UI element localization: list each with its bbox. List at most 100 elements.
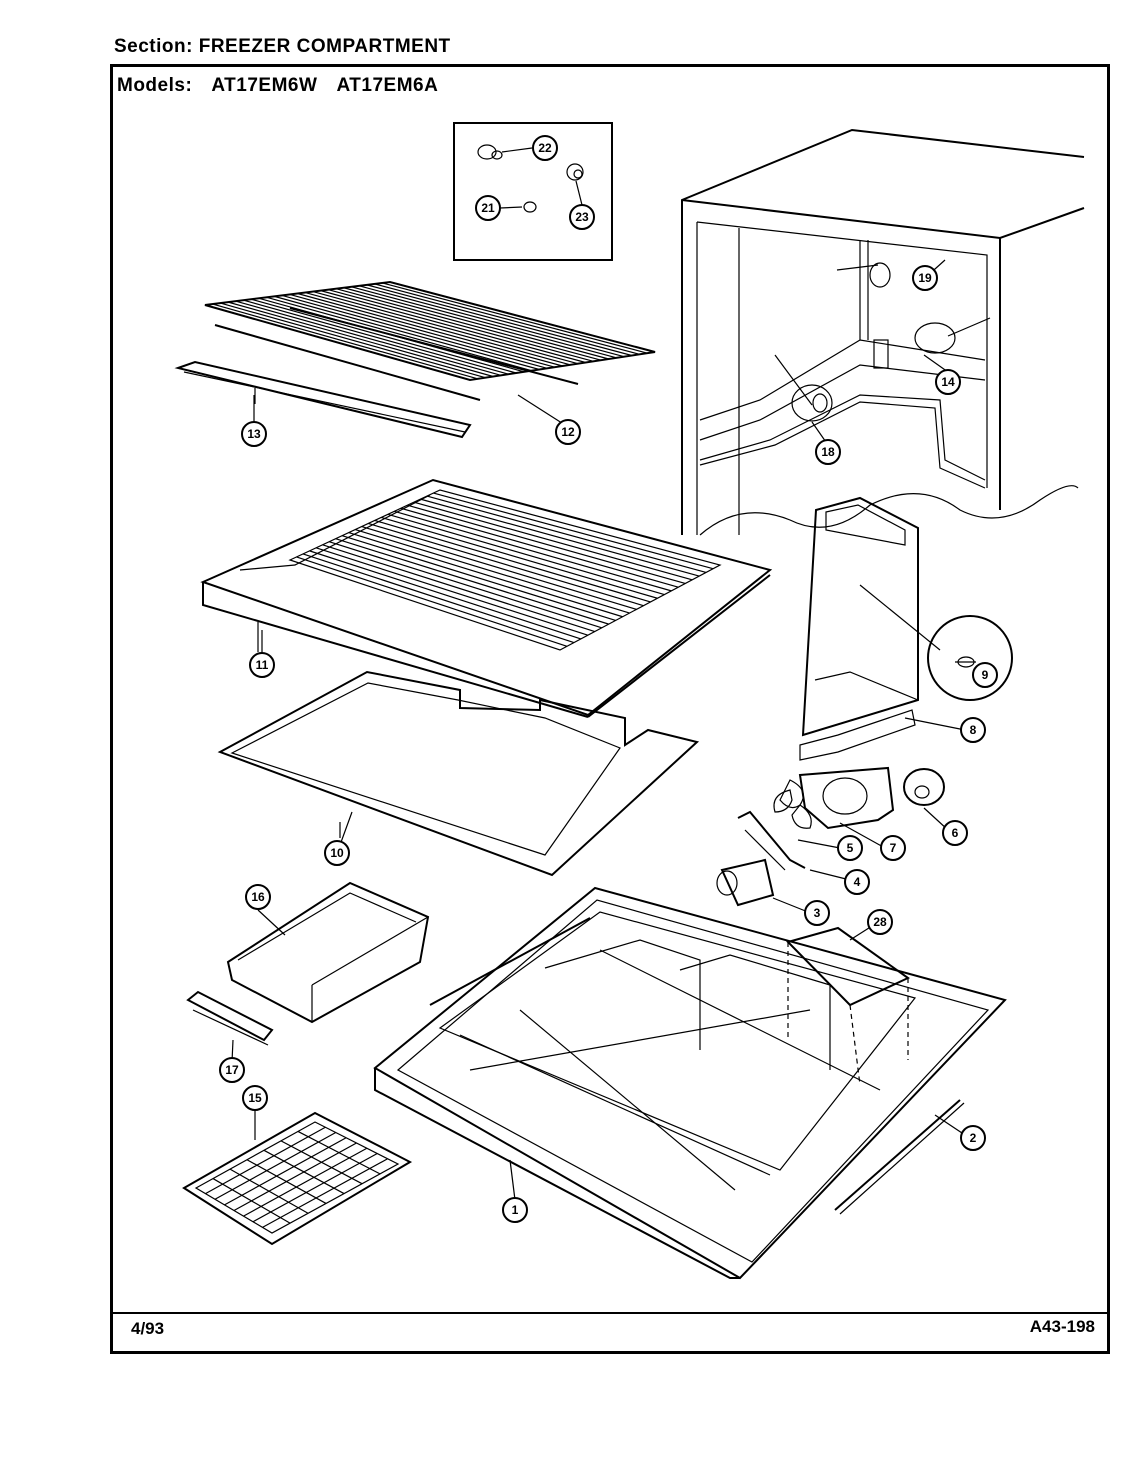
shelf-rod <box>305 291 571 366</box>
model-number-1: AT17EM6W <box>211 75 318 96</box>
shelf-rib <box>387 513 665 596</box>
callout-19: 19 <box>912 265 938 291</box>
footer-divider <box>113 1312 1107 1314</box>
svg-text:18: 18 <box>821 445 835 459</box>
callout-13: 13 <box>241 421 267 447</box>
callout-6: 6 <box>942 820 968 846</box>
svg-text:3: 3 <box>814 906 821 920</box>
shelf-rod <box>312 291 579 365</box>
callout-3: 3 <box>804 900 830 926</box>
footer-code: A43-198 <box>1029 1317 1095 1336</box>
callout-12: 12 <box>555 419 581 445</box>
callout-18: 18 <box>815 439 841 465</box>
callout-16: 16 <box>245 884 271 910</box>
shelf-rib <box>315 547 589 636</box>
shelf-rib <box>361 525 637 610</box>
shelf-rod <box>227 301 494 378</box>
ice-bin-front <box>186 990 274 1046</box>
svg-text:23: 23 <box>575 210 589 224</box>
shelf-rod <box>374 283 640 355</box>
shelf-rib <box>335 538 609 625</box>
svg-text:22: 22 <box>538 141 552 155</box>
shelf-rod <box>281 294 548 369</box>
shelf-rib <box>309 550 582 640</box>
shelf-rod <box>359 285 625 358</box>
shelf-rod <box>389 281 656 353</box>
section-label: Section: <box>114 36 193 57</box>
shelf-rib <box>394 510 672 592</box>
shelf-rod <box>328 289 594 362</box>
shelf-rod <box>382 282 648 354</box>
callout-15: 15 <box>242 1085 268 1111</box>
shelf-rib <box>355 528 630 614</box>
tray-divider <box>233 1142 357 1212</box>
shelf-rod <box>266 296 532 372</box>
shelf-rib <box>302 553 575 644</box>
shelf-rod <box>212 303 478 380</box>
svg-text:10: 10 <box>330 846 344 860</box>
shelf-rib <box>407 504 686 585</box>
tray-divider <box>205 1126 326 1195</box>
section-title: Section: FREEZER COMPARTMENT <box>114 36 451 58</box>
screw-detail <box>927 615 1013 701</box>
callout-22: 22 <box>532 135 558 161</box>
shelf-rod <box>297 292 563 367</box>
fan-motor <box>716 858 775 907</box>
ice-cube-tray <box>182 1111 413 1246</box>
models-line: Models: AT17EM6W AT17EM6A <box>117 75 452 97</box>
shelf-rod <box>351 286 617 359</box>
svg-text:14: 14 <box>941 375 955 389</box>
callout-14: 14 <box>935 369 961 395</box>
fan-blade <box>773 779 812 829</box>
callout-11: 11 <box>249 652 275 678</box>
svg-text:17: 17 <box>225 1063 239 1077</box>
gasket-strip-left <box>429 917 591 1006</box>
refrigerator-cabinet <box>681 128 1085 536</box>
svg-text:2: 2 <box>970 1131 977 1145</box>
tray-divider <box>224 1137 347 1206</box>
shelf-rib <box>328 541 602 629</box>
tray-divider <box>243 1147 368 1217</box>
shelf-rib <box>341 535 616 622</box>
diagram-frame: Models: AT17EM6W AT17EM6A 4/93 A43-198 <box>110 64 1110 1354</box>
shelf-rod <box>289 293 555 368</box>
tray-divider <box>214 1131 337 1200</box>
shelf-rib <box>296 556 568 647</box>
shelf-rod <box>243 299 509 375</box>
section-value: FREEZER COMPARTMENT <box>198 36 451 57</box>
callout-23: 23 <box>569 204 595 230</box>
svg-text:28: 28 <box>873 915 887 929</box>
svg-text:16: 16 <box>251 890 265 904</box>
svg-text:1: 1 <box>512 1203 519 1217</box>
shelf-rod <box>343 287 609 360</box>
shelf-rib <box>400 507 679 588</box>
svg-text:8: 8 <box>970 723 977 737</box>
footer-date: 4/93 <box>131 1319 165 1338</box>
svg-text:5: 5 <box>847 841 854 855</box>
shelf-rod <box>320 290 586 364</box>
svg-text:12: 12 <box>561 425 575 439</box>
shelf-rib <box>426 495 707 573</box>
shelf-rod <box>235 300 501 376</box>
ice-bin <box>226 881 430 1024</box>
small-parts-inset <box>453 122 613 261</box>
shelf-rod <box>274 295 540 371</box>
svg-text:19: 19 <box>918 271 932 285</box>
fan-mount-plate <box>798 766 945 830</box>
shelf-rod <box>251 298 517 374</box>
shelf-rib <box>368 522 644 607</box>
shelf-rib <box>420 498 700 577</box>
insulation-block <box>786 926 910 1086</box>
shelf-rod <box>204 304 471 381</box>
shelf-support-bar <box>174 360 472 439</box>
callout-7: 7 <box>880 835 906 861</box>
svg-text:11: 11 <box>256 658 269 672</box>
callout-17: 17 <box>219 1057 245 1083</box>
fan-motor-bracket <box>737 810 806 871</box>
shelf-rib <box>348 532 623 618</box>
callout-9: 9 <box>972 662 998 688</box>
freezer-shelf <box>200 478 773 718</box>
shelf-rod <box>220 302 486 379</box>
svg-text:21: 21 <box>481 201 495 215</box>
